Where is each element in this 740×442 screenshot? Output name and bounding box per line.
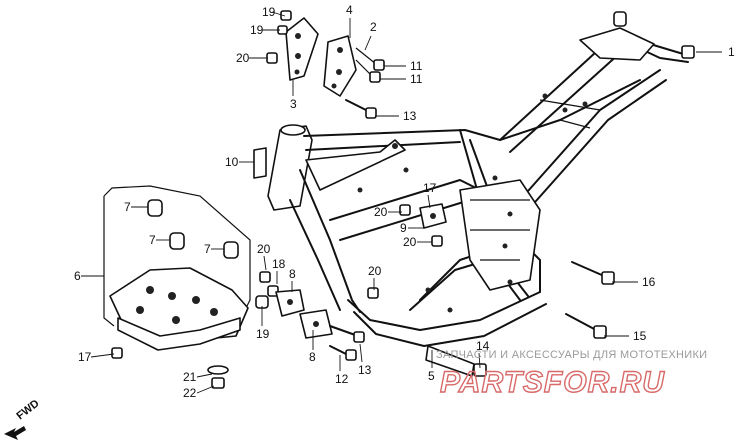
part-callout-3: 3 — [290, 97, 297, 111]
part-callout-20: 20 — [257, 242, 271, 256]
head-gusset — [305, 139, 406, 191]
part-callout-2: 2 — [370, 20, 377, 34]
bracket-4 — [323, 35, 357, 97]
bracket-3 — [285, 17, 319, 81]
part-callout-5: 5 — [428, 369, 435, 383]
leader-line — [196, 373, 213, 378]
part-callout-8: 8 — [309, 350, 316, 364]
part-callout-17: 17 — [423, 181, 437, 195]
part-callout-8: 8 — [289, 267, 296, 281]
watermark: ЗАПЧАСТИ И АКСЕССУАРЫ ДЛЯ МОТОТЕХНИКИ PA… — [436, 349, 707, 400]
engine-mount-plate — [459, 179, 541, 291]
part-callout-20: 20 — [236, 51, 250, 65]
part-callout-12: 12 — [335, 372, 349, 386]
part-callout-14: 14 — [476, 339, 490, 353]
fwd-label: FWD — [14, 397, 41, 422]
leader-line — [271, 11, 286, 17]
part-callout-10: 10 — [225, 155, 239, 169]
fwd-indicator: FWD — [4, 397, 42, 440]
part-callout-13: 13 — [403, 109, 417, 123]
part-callout-7: 7 — [204, 242, 211, 256]
part-callout-17: 17 — [78, 350, 92, 364]
part-callout-18: 18 — [272, 257, 286, 271]
steering-head — [267, 125, 313, 211]
pivot-bolt-5 — [425, 345, 475, 377]
part-callout-4: 4 — [346, 3, 353, 17]
leader-line — [196, 385, 215, 394]
leader-line — [90, 353, 115, 358]
rear-mount-box — [579, 27, 655, 61]
part-callout-20: 20 — [368, 264, 382, 278]
watermark-caption: ЗАПЧАСТИ И АКСЕССУАРЫ ДЛЯ МОТОТЕХНИКИ — [436, 349, 707, 361]
watermark-logo: PARTSFOR.RU — [440, 366, 665, 399]
part-callout-15: 15 — [633, 329, 647, 343]
skid-plate-6 — [103, 185, 251, 351]
top-fasteners — [266, 10, 385, 119]
leader-line — [364, 35, 372, 51]
part-callout-13: 13 — [358, 363, 372, 377]
part-callout-19: 19 — [256, 327, 270, 341]
steering-head-top — [280, 124, 306, 136]
leader-line — [263, 255, 267, 271]
part-callout-7: 7 — [124, 200, 131, 214]
part-callout-20: 20 — [403, 235, 417, 249]
leader-line — [427, 194, 431, 209]
leader-line — [478, 352, 481, 369]
tag-10 — [253, 147, 267, 179]
part-callout-9: 9 — [400, 221, 407, 235]
part-callout-16: 16 — [642, 275, 656, 289]
leader-line — [359, 343, 363, 363]
part-callout-22: 22 — [183, 386, 197, 400]
part-callout-7: 7 — [149, 233, 156, 247]
part-callout-11: 11 — [410, 59, 423, 73]
lower-fasteners — [111, 203, 615, 389]
part-callout-19: 19 — [262, 5, 276, 19]
main-frame — [267, 27, 691, 347]
rubber-mounts-7 — [147, 199, 239, 259]
part-callout-20: 20 — [374, 205, 388, 219]
bolt-1 — [613, 11, 695, 59]
part-callout-21: 21 — [183, 370, 197, 384]
part-callout-1: 1 — [728, 45, 735, 59]
fwd-arrow-icon — [4, 426, 26, 440]
part-callout-11: 11 — [410, 72, 423, 86]
part-callout-6: 6 — [74, 269, 81, 283]
part-callout-19: 19 — [250, 23, 264, 37]
